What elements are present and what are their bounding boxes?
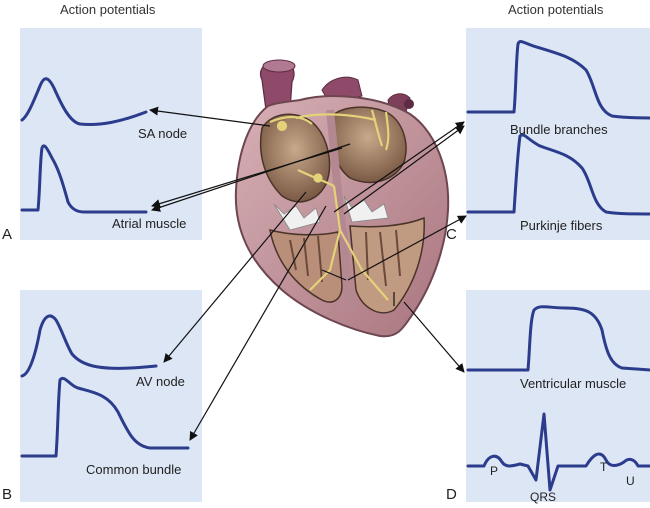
atrial-muscle-trace <box>20 144 148 214</box>
arrow-to-purkinje-fibers-1 <box>347 215 467 281</box>
left-heading: Action potentials <box>60 2 156 17</box>
arrow-to-bundle-branches-1 <box>333 121 465 213</box>
ventricular-muscle-trace <box>466 305 650 372</box>
common-bundle-label: Common bundle <box>86 462 182 477</box>
arrow-to-common-bundle <box>189 205 327 441</box>
purkinje-fibers-trace <box>466 133 650 216</box>
arrow-to-bundle-branches-2 <box>343 125 465 215</box>
arrow-to-sa-node <box>149 106 271 127</box>
bundle-branches-trace <box>466 40 650 120</box>
bundle-branches-label: Bundle branches <box>510 122 608 137</box>
panel-a <box>20 28 202 240</box>
heart-illustration <box>234 59 450 338</box>
ventricular-muscle-label: Ventricular muscle <box>520 376 627 391</box>
panel-letter-a: A <box>2 226 13 243</box>
common-bundle-trace <box>20 376 190 458</box>
ecg-p-label: P <box>490 464 499 478</box>
atrial-muscle-label: Atrial muscle <box>112 216 187 231</box>
panel-c <box>466 28 650 240</box>
av-node-trace <box>20 314 158 378</box>
sa-node-label: SA node <box>138 126 188 141</box>
right-heading: Action potentials <box>508 2 604 17</box>
ecg-trace <box>466 412 650 492</box>
panel-letter-b: B <box>2 486 13 503</box>
av-node-label: AV node <box>136 374 185 389</box>
arrow-to-atrial-muscle-2 <box>151 143 351 212</box>
panel-letter-d: D <box>446 486 457 503</box>
ecg-u-label: U <box>626 474 635 488</box>
arrow-to-av-node <box>163 191 307 363</box>
arrow-to-ventricular-muscle <box>403 301 465 373</box>
panel-b <box>20 290 202 502</box>
purkinje-fibers-label: Purkinje fibers <box>520 218 603 233</box>
ecg-t-label: T <box>600 460 608 474</box>
ecg-qrs-label: QRS <box>530 490 557 504</box>
sa-node-trace <box>20 77 148 126</box>
panel-letter-c: C <box>446 226 457 243</box>
